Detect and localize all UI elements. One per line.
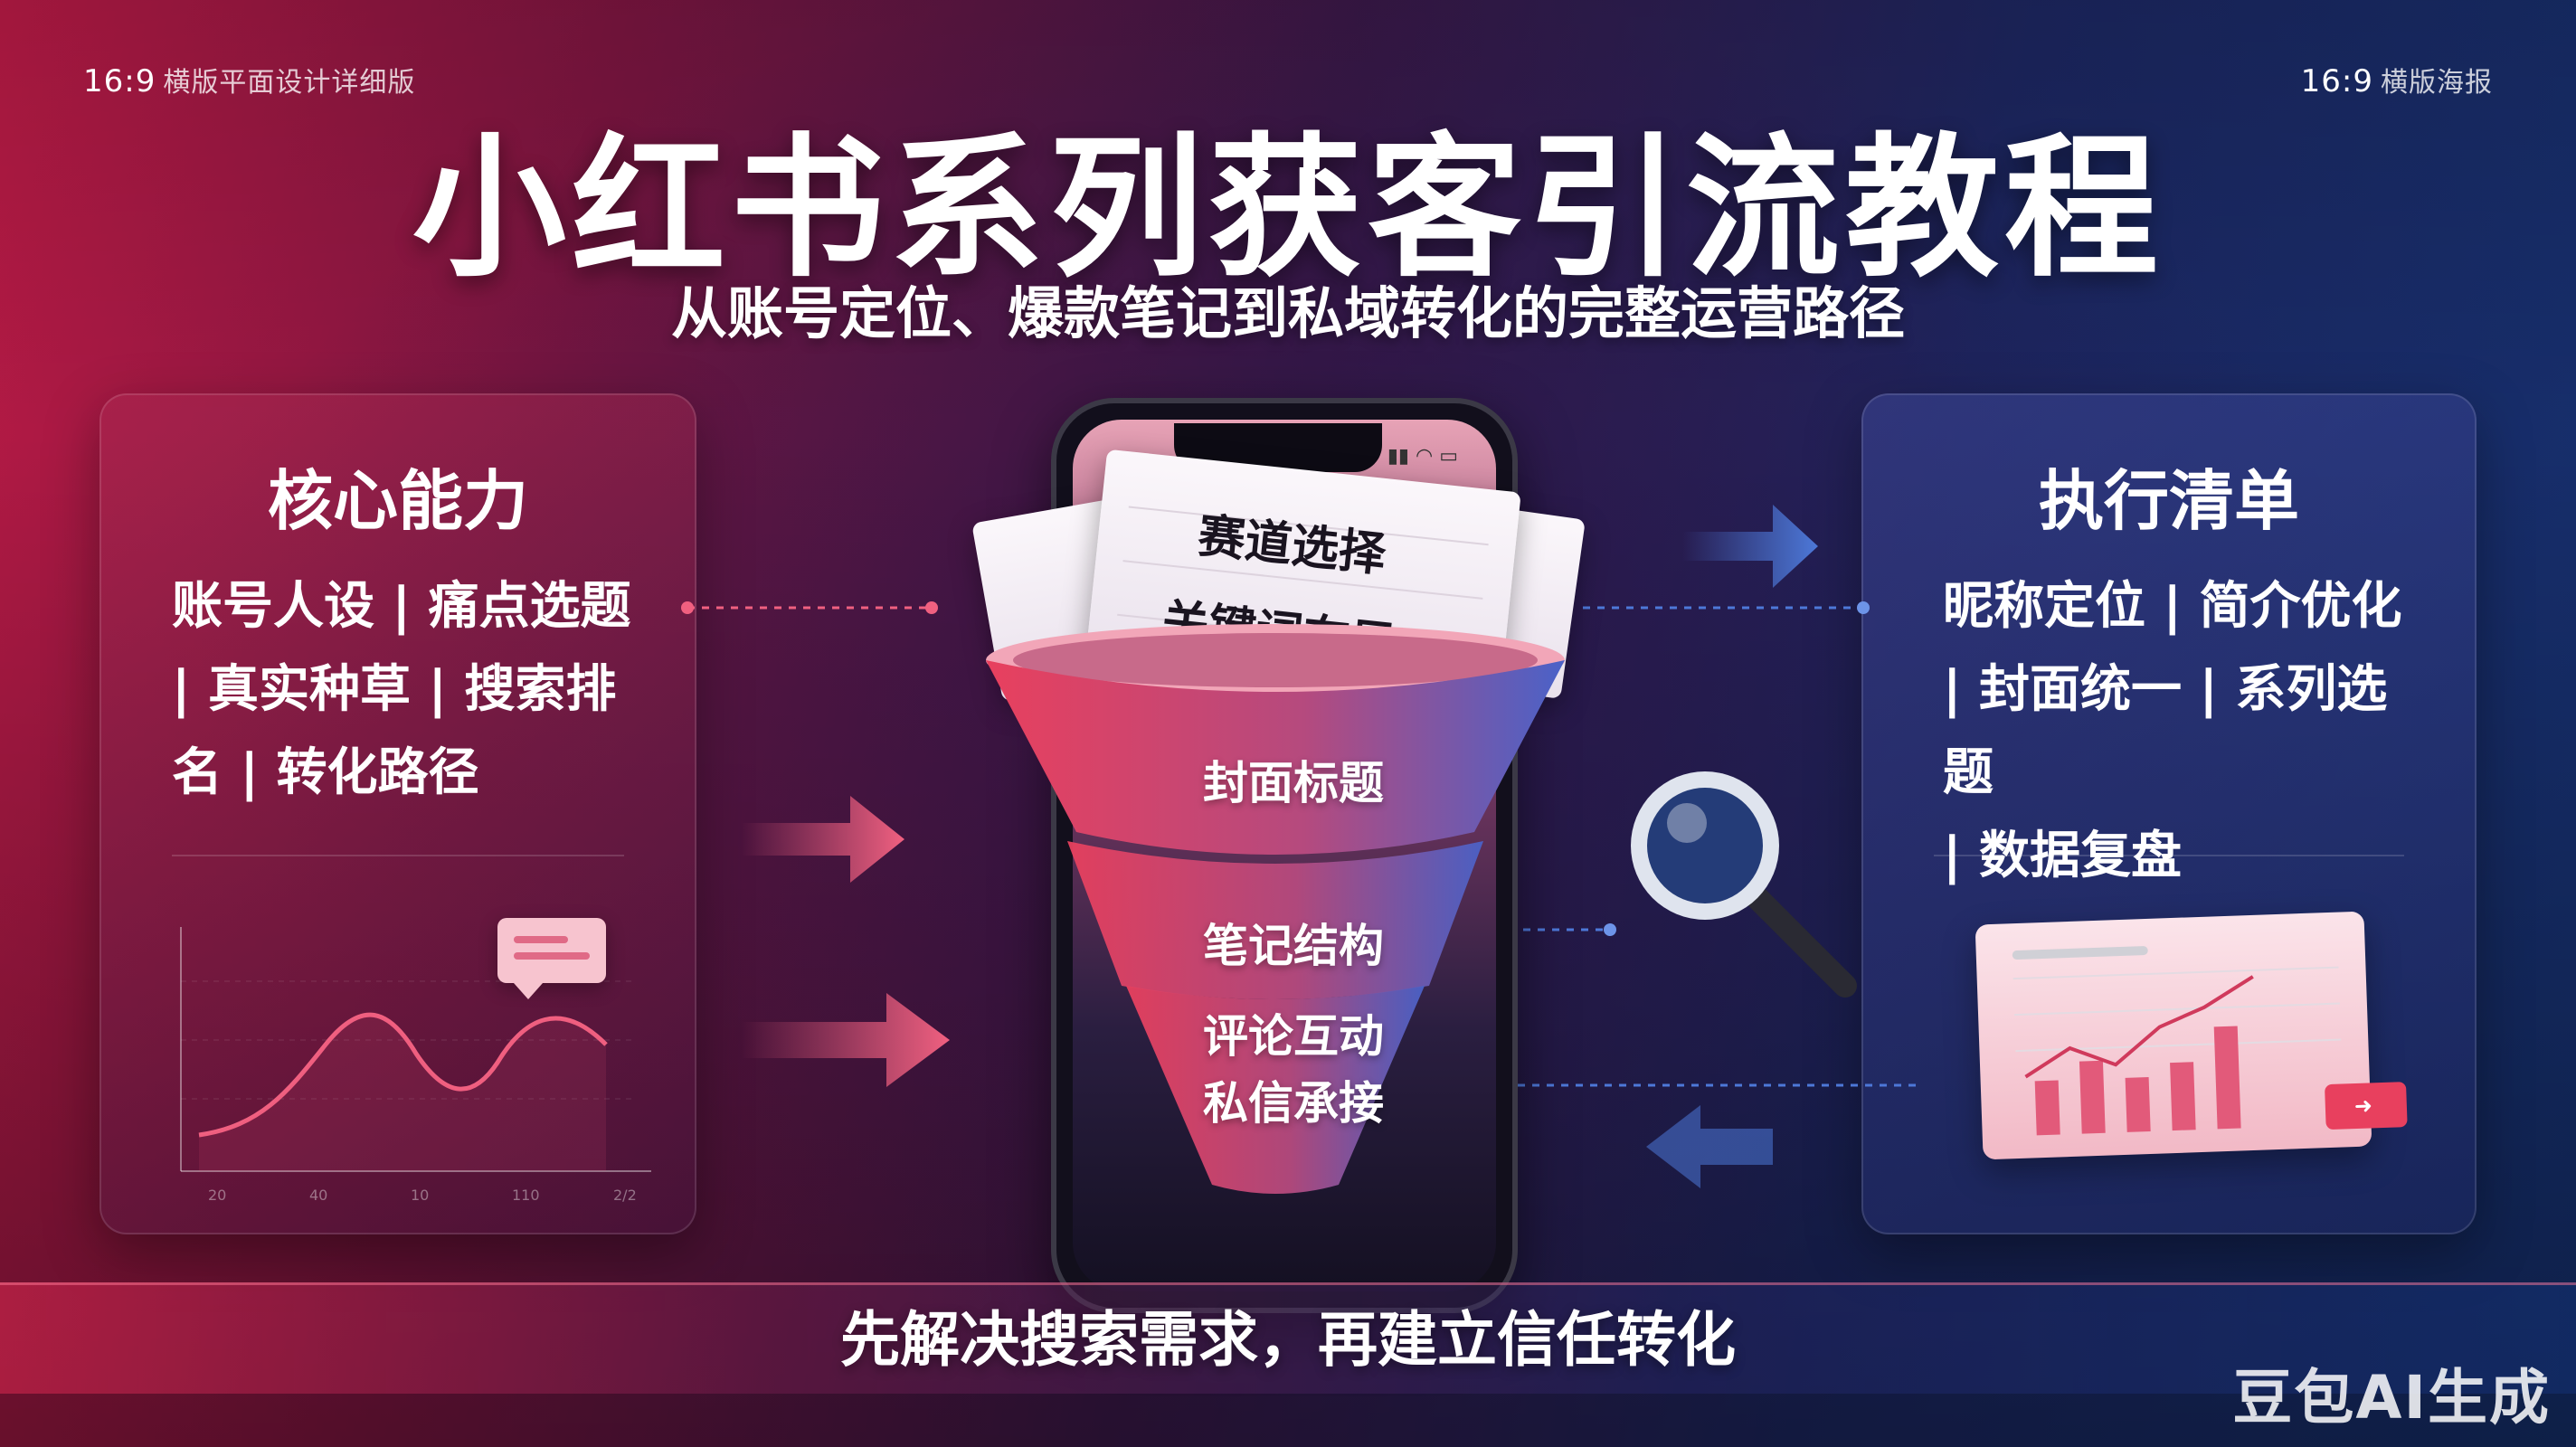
funnel-stage-dm-followup: 私信承接 (1203, 1077, 1384, 1130)
checklist-line: 昵称定位 | 简介优化 (1943, 577, 2402, 636)
play-arrow-icon: ➜ (2324, 1082, 2408, 1130)
chart-x-tick: 110 (512, 1187, 540, 1204)
core-ability-line: 账号人设 | 痛点选题 (172, 577, 631, 636)
chart-x-tick: 2/2 (613, 1187, 637, 1204)
chart-trend-area (199, 1015, 606, 1171)
funnel-stage-cover-title: 封面标题 (1203, 757, 1384, 809)
execution-checklist-heading: 执行清单 (2038, 463, 2299, 539)
chart-x-tick: 40 (309, 1187, 327, 1204)
chart-x-ticks: 20 40 10 110 2/2 (208, 1187, 637, 1204)
core-ability-line: | 真实种草 | 搜索排 (172, 660, 617, 719)
page-title: 小红书系列获客引流教程 (412, 119, 2164, 298)
page-subtitle: 从账号定位、爆款笔记到私域转化的完整运营路径 (670, 280, 1905, 346)
magnifier-icon (1631, 771, 1857, 998)
core-ability-list: 账号人设 | 痛点选题 | 真实种草 | 搜索排 名 | 转化路径 (172, 565, 642, 815)
execution-checklist-panel: 执行清单 昵称定位 | 简介优化 | 封面统一 | 系列选题 | 数据复盘 ➜ (1861, 393, 2477, 1234)
core-ability-panel: 核心能力 账号人设 | 痛点选题 | 真实种草 | 搜索排 名 | 转化路径 2… (99, 393, 696, 1234)
funnel-stage-comment-interaction: 评论互动 (1203, 1010, 1384, 1063)
corner-right-ratio: 16:9 (2300, 63, 2373, 99)
chat-bubble-icon (497, 918, 606, 999)
panel-divider (172, 855, 624, 856)
phone-status-icons: ▮▮ ◠ ▭ (1387, 445, 1458, 468)
analytics-bar-chart (2024, 975, 2254, 1136)
chart-x-tick: 10 (411, 1187, 429, 1204)
corner-left-text: 横版平面设计详细版 (163, 67, 416, 99)
checklist-line: | 封面统一 | 系列选题 (1943, 660, 2388, 802)
chart-trend-line (198, 1012, 608, 1138)
funnel-stage-note-structure: 笔记结构 (1203, 920, 1384, 972)
funnel-opening (1013, 633, 1538, 687)
corner-left-ratio: 16:9 (83, 63, 156, 99)
analytics-report-card: ➜ (1975, 911, 2408, 1160)
funnel-graphic (986, 624, 1565, 1194)
corner-right-text: 横版海报 (2381, 67, 2493, 99)
execution-checklist-list: 昵称定位 | 简介优化 | 封面统一 | 系列选题 | 数据复盘 (1943, 565, 2422, 898)
core-ability-heading: 核心能力 (267, 463, 528, 539)
funnel-tier-3 (1126, 986, 1425, 1194)
chart-x-tick: 20 (208, 1187, 226, 1204)
trend-line-chart: 20 40 10 110 2/2 (180, 927, 651, 1204)
funnel-tier-1 (986, 660, 1565, 855)
checklist-line: | 数据复盘 (1943, 827, 2182, 885)
ai-watermark: 豆包AI生成 (2232, 1363, 2551, 1433)
core-ability-line: 名 | 转化路径 (172, 743, 479, 802)
funnel-tier-2 (1067, 841, 1483, 999)
footer-slogan: 先解决搜索需求，再建立信任转化 (840, 1305, 1736, 1375)
slogan-band (0, 1282, 2576, 1394)
panel-divider (1934, 855, 2404, 856)
